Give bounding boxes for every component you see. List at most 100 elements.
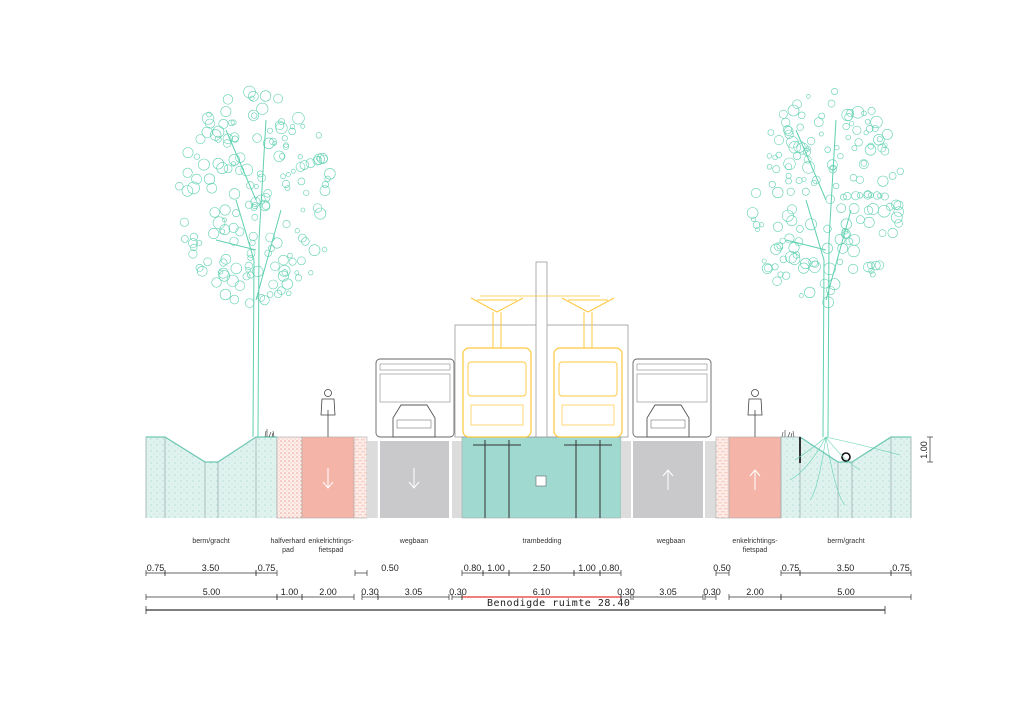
label-wegbaan-right: wegbaan	[656, 538, 686, 545]
tree-root	[794, 436, 827, 461]
total-width-label: Benodigde ruimte 28.40	[487, 598, 630, 609]
dimension-value: 5.00	[837, 587, 855, 597]
dimension: 1.00	[276, 587, 303, 600]
dimension-value: 1.00	[578, 563, 596, 573]
label-fietspad-right-2: fietspad	[743, 547, 768, 554]
dimension-value: 2.00	[319, 587, 337, 597]
dimension: 0.30	[449, 587, 467, 600]
height-marker: 1.00	[919, 436, 933, 463]
dimension-value: 1.00	[487, 563, 505, 573]
car-right	[646, 404, 690, 438]
section-labels: berm/gracht halfverhard pad enkelrichtin…	[192, 538, 864, 554]
dimension: 5.00	[780, 587, 912, 600]
dimension: 1.00	[482, 563, 510, 576]
label-fietspad-right: enkelrichtings-	[732, 538, 778, 545]
dimension: 0.80	[461, 563, 484, 576]
dimension-value: 3.50	[837, 563, 855, 573]
dimension-value: 0.30	[617, 587, 635, 597]
dimension: 1.00	[573, 563, 601, 576]
dimension: 5.00	[145, 587, 278, 600]
dimension: 3.50	[164, 563, 257, 576]
arrow-up-icon	[749, 469, 761, 490]
dimension-value: 0.75	[892, 563, 910, 573]
label-fietspad-left: enkelrichtings-	[308, 538, 354, 545]
tree-root	[825, 436, 846, 506]
arrow-down-icon	[408, 468, 420, 489]
dimension-value: 0.75	[258, 563, 276, 573]
drain-pipe-icon	[841, 452, 851, 462]
dimension: 0.80	[599, 563, 622, 576]
tree-right	[746, 88, 904, 438]
dimension-value: 2.00	[746, 587, 764, 597]
tree-trunk	[785, 119, 852, 438]
dimension: 0.30	[361, 587, 379, 600]
arrow-up-icon	[662, 469, 674, 490]
dimension-value: 3.05	[659, 587, 677, 597]
dimension: 0.75	[890, 563, 912, 576]
dimension-value: 6.10	[533, 587, 551, 597]
curb-left	[367, 441, 378, 518]
dimension: 2.00	[728, 587, 782, 600]
tram-left	[462, 297, 532, 518]
label-trambedding: trambedding	[523, 538, 562, 545]
tree-root	[789, 436, 827, 481]
dimension: 0.30	[703, 587, 721, 600]
dimension-value: 0.30	[703, 587, 721, 597]
label-fietspad-left-2: fietspad	[319, 547, 344, 554]
dimension-value: 0.75	[782, 563, 800, 573]
car-left	[392, 404, 436, 438]
tree-root	[809, 436, 827, 501]
dimension: 3.05	[632, 587, 704, 600]
label-halfverhard: halfverhard	[270, 538, 305, 545]
curb-right-inner	[621, 441, 631, 518]
tram-pole-base	[535, 475, 547, 487]
catenary-pole	[535, 261, 548, 438]
dimension-value: 5.00	[203, 587, 221, 597]
dimension: 0.75	[145, 563, 166, 576]
tree-root	[825, 436, 861, 471]
cyclist-left	[320, 389, 336, 437]
dimension: 2.00	[301, 587, 355, 600]
lane-markings	[377, 441, 705, 518]
curb-left-inner	[452, 441, 462, 518]
dimension: 0.75	[780, 563, 801, 576]
label-berm-left: berm/gracht	[192, 538, 229, 545]
berm-right	[780, 436, 912, 518]
tram-right	[553, 297, 623, 518]
label-berm-right: berm/gracht	[827, 538, 864, 545]
dimension-value: 0.80	[464, 563, 482, 573]
height-marker-label: 1.00	[919, 441, 929, 459]
dimension-value: 3.50	[202, 563, 220, 573]
dimension-value: 3.05	[405, 587, 423, 597]
brick-strip-left	[353, 436, 368, 519]
tree-left	[175, 85, 336, 438]
dimension: 0.50	[713, 563, 731, 576]
dimension: 2.50	[508, 563, 575, 576]
dimension-value: 0.30	[361, 587, 379, 597]
dimension-value: 1.00	[281, 587, 299, 597]
dimension: 3.50	[799, 563, 892, 576]
tree-root	[825, 436, 901, 456]
dimension-value: 0.30	[449, 587, 467, 597]
tree-trunk	[215, 119, 282, 438]
curb-right	[705, 441, 716, 518]
grass-icon	[264, 429, 795, 438]
total-dimension: Benodigde ruimte 28.40	[145, 598, 886, 614]
brick-strip-right	[715, 436, 730, 519]
dimension-lines: 0.75 3.50 0.75 0.50 0.80 1.00 2.50 1.00 0.80 0.50…	[145, 563, 912, 600]
dimension-value: 0.75	[147, 563, 165, 573]
arrow-down-icon	[322, 468, 334, 489]
dimension: 0.75	[255, 563, 278, 576]
dimension: 3.05	[377, 587, 450, 600]
label-wegbaan-left: wegbaan	[399, 538, 429, 545]
dimension-value: 2.50	[533, 563, 551, 573]
dimension-value: 0.50	[713, 563, 731, 573]
dimension: 0.30	[617, 587, 635, 600]
cyclist-right	[747, 389, 763, 437]
halfverhard-pad-left	[276, 436, 303, 519]
dimension-value: 0.50	[381, 563, 399, 573]
label-halfverhard-2: pad	[282, 547, 294, 554]
dimension-value: 0.80	[602, 563, 620, 573]
dimension: 0.50	[354, 563, 399, 576]
